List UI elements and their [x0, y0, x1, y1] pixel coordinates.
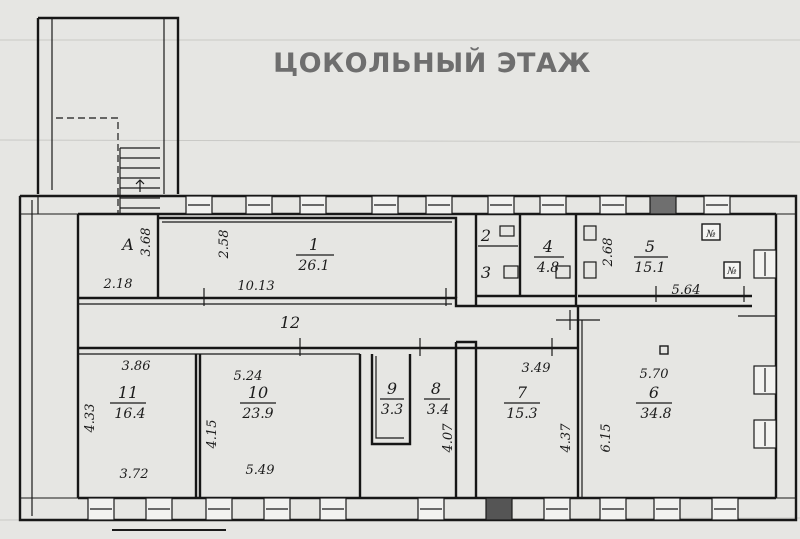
room-6-area: 34.8 — [640, 406, 671, 422]
room-8-number: 8 — [431, 379, 441, 398]
dimension-label: 3.49 — [522, 361, 551, 376]
room-11-number: 11 — [118, 383, 138, 402]
dimension-label: 3.68 — [139, 228, 154, 257]
interior-walls — [78, 214, 776, 498]
room-8-area: 3.4 — [427, 402, 449, 418]
room-10-area: 23.9 — [241, 406, 273, 422]
room-7-area: 15.3 — [506, 406, 537, 422]
dimension-label: 4.07 — [441, 423, 456, 454]
dimension-labels: 3.68 2.18 2.58 10.13 2.68 5.64 3.86 5.24… — [83, 228, 700, 482]
stair-arrow-icon — [135, 179, 145, 192]
dimension-label: 2.58 — [217, 230, 232, 260]
dimension-label: 6.15 — [599, 424, 614, 453]
room-7-number: 7 — [517, 383, 528, 402]
marker-label: № — [705, 229, 715, 240]
dimension-label: 5.64 — [672, 283, 701, 298]
plan-title: ЦОКОЛЬНЫЙ ЭТАЖ — [273, 47, 591, 79]
dimension-label: 5.24 — [234, 369, 263, 384]
dimension-label: 5.49 — [246, 463, 275, 478]
room-4-area: 4.8 — [536, 260, 559, 276]
room-6-number: 6 — [649, 383, 659, 402]
top-windows — [185, 195, 731, 215]
marker-label: № — [726, 266, 736, 277]
outer-walls — [18, 194, 798, 522]
dimension-label: 4.33 — [83, 404, 98, 434]
room-1-area: 26.1 — [297, 258, 329, 274]
room-12-number: 12 — [280, 313, 300, 332]
dimension-label: 2.18 — [103, 277, 133, 292]
room-5-area: 15.1 — [634, 260, 665, 276]
marker-boxes: № № — [701, 223, 741, 279]
room-labels: А 1 26.1 2 3 4 4.8 5 15.1 12 11 16.4 10 … — [110, 226, 672, 422]
dimension-label: 2.68 — [601, 238, 616, 268]
room-11-area: 16.4 — [114, 406, 145, 422]
room-3-number: 3 — [481, 263, 491, 282]
room-5-number: 5 — [645, 237, 655, 256]
dimension-label: 3.72 — [120, 467, 149, 482]
right-windows — [753, 249, 777, 449]
dimension-label: 4.37 — [559, 423, 574, 454]
dimension-label: 10.13 — [237, 279, 274, 294]
room-9-area: 3.3 — [381, 402, 403, 418]
room-a-number: А — [121, 235, 134, 254]
staircase-tower — [36, 16, 180, 214]
room-4-number: 4 — [542, 237, 553, 256]
dimension-label: 3.86 — [122, 359, 151, 374]
room-2-number: 2 — [480, 226, 491, 245]
dimension-label: 5.70 — [640, 367, 669, 382]
bottom-windows — [87, 497, 739, 521]
room-10-number: 10 — [248, 383, 268, 402]
room-1-number: 1 — [309, 235, 319, 254]
stair-steps — [119, 147, 160, 214]
dimension-label: 4.15 — [205, 420, 220, 450]
room-9-number: 9 — [387, 379, 397, 398]
